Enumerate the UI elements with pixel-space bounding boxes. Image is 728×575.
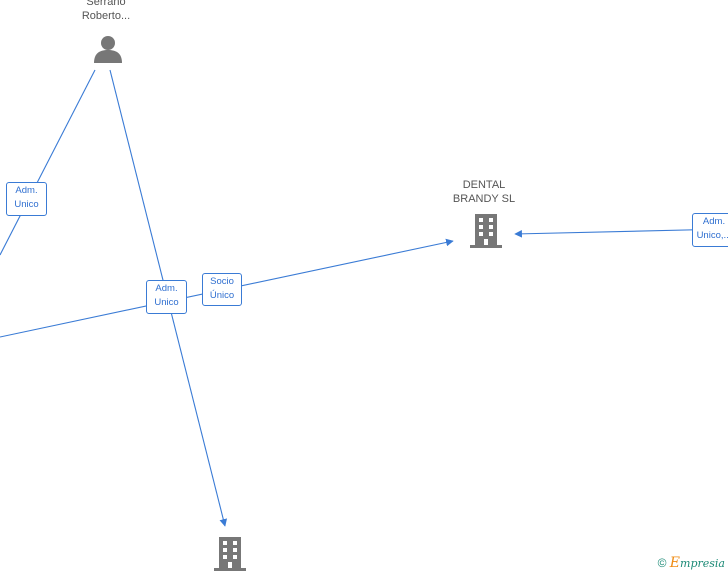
edge-label-line1: Adm. bbox=[155, 283, 178, 294]
brand-logo-initial: E bbox=[669, 555, 681, 571]
edge-label-line2: Unico bbox=[154, 297, 179, 308]
person-icon[interactable] bbox=[93, 34, 123, 64]
person-name-line1: Serrano bbox=[86, 0, 126, 8]
edge-label-socio-unico[interactable]: Socio Único bbox=[202, 273, 242, 306]
company-name-line1: DENTAL bbox=[462, 179, 506, 191]
edge-label-line2: Unico,... bbox=[696, 230, 728, 241]
brand-logo-text: mpresia bbox=[680, 557, 725, 570]
edge-label-line2: Único bbox=[209, 290, 235, 301]
edge-label-line1: Socio bbox=[210, 276, 234, 287]
edge-label-adm-unico-right[interactable]: Adm. Unico,... bbox=[692, 213, 728, 247]
company-name[interactable]: DENTAL BRANDY SL bbox=[438, 178, 530, 206]
company-name-line2: BRANDY SL bbox=[452, 193, 516, 205]
empresia-watermark: © Empresia bbox=[658, 555, 725, 571]
edge-label-adm-unico-left[interactable]: Adm. Unico bbox=[6, 182, 47, 216]
edge-label-line2: Unico bbox=[14, 199, 39, 210]
building-icon-bottom[interactable] bbox=[214, 535, 246, 571]
edge-label-line1: Adm. bbox=[702, 216, 726, 227]
edge-label-line1: Adm. bbox=[15, 185, 38, 196]
building-icon[interactable] bbox=[470, 212, 502, 248]
edge-label-adm-unico-center[interactable]: Adm. Unico bbox=[146, 280, 187, 314]
person-name[interactable]: Serrano Roberto... bbox=[68, 0, 144, 23]
person-name-line2: Roberto... bbox=[81, 10, 131, 22]
edge-person-to-left bbox=[0, 69, 96, 256]
copyright-symbol: © bbox=[657, 556, 667, 570]
